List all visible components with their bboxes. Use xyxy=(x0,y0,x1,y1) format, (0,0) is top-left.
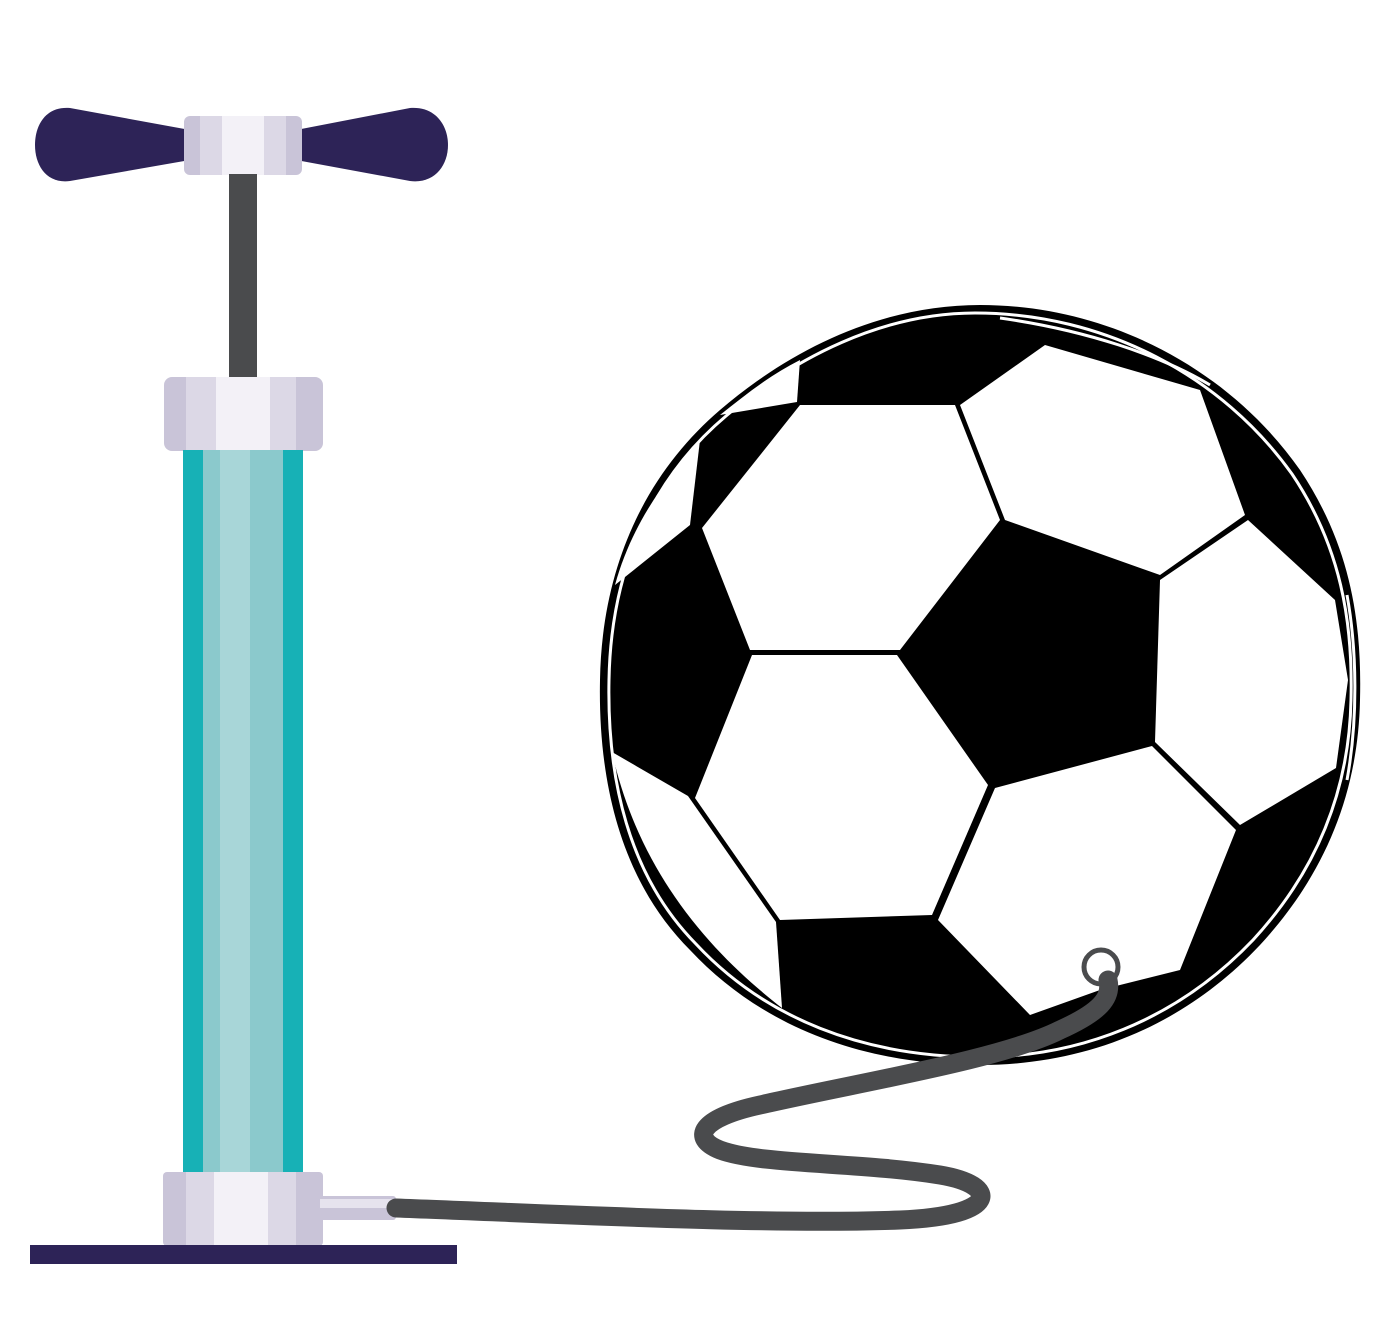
pump-handle xyxy=(35,107,448,182)
soccer-ball-icon xyxy=(599,305,1361,1065)
pump-nozzle xyxy=(318,1196,396,1220)
ball-patch-center xyxy=(695,655,988,920)
ball-patch-bottom-left xyxy=(612,752,782,1008)
ball-highlight-right xyxy=(1345,594,1357,781)
ball-patch-right xyxy=(1155,520,1348,825)
nozzle-highlight xyxy=(320,1199,394,1208)
pump-cylinder xyxy=(183,450,303,1174)
ball-patch-top-right xyxy=(960,345,1245,575)
pump-base-plate xyxy=(30,1245,457,1264)
ball-patch-top-edge xyxy=(720,360,800,415)
handle-grip-left xyxy=(35,107,190,182)
air-pump-icon xyxy=(30,107,457,1264)
ball-patch-left xyxy=(615,440,700,585)
pump-hose xyxy=(386,970,1119,1231)
handle-grip-right xyxy=(296,107,448,182)
bottom-cap-highlight xyxy=(214,1172,268,1246)
handle-hub-highlight xyxy=(222,116,264,175)
ball-highlight-top xyxy=(999,316,1211,387)
pump-top-cap xyxy=(164,377,323,451)
ball-patch-top-left xyxy=(702,405,1000,650)
pump-bottom-cap xyxy=(163,1172,323,1246)
top-cap-highlight xyxy=(216,377,270,451)
cylinder-inner xyxy=(220,450,250,1174)
ball-patch-bottom-right xyxy=(938,746,1236,1015)
pump-rod xyxy=(229,174,257,380)
